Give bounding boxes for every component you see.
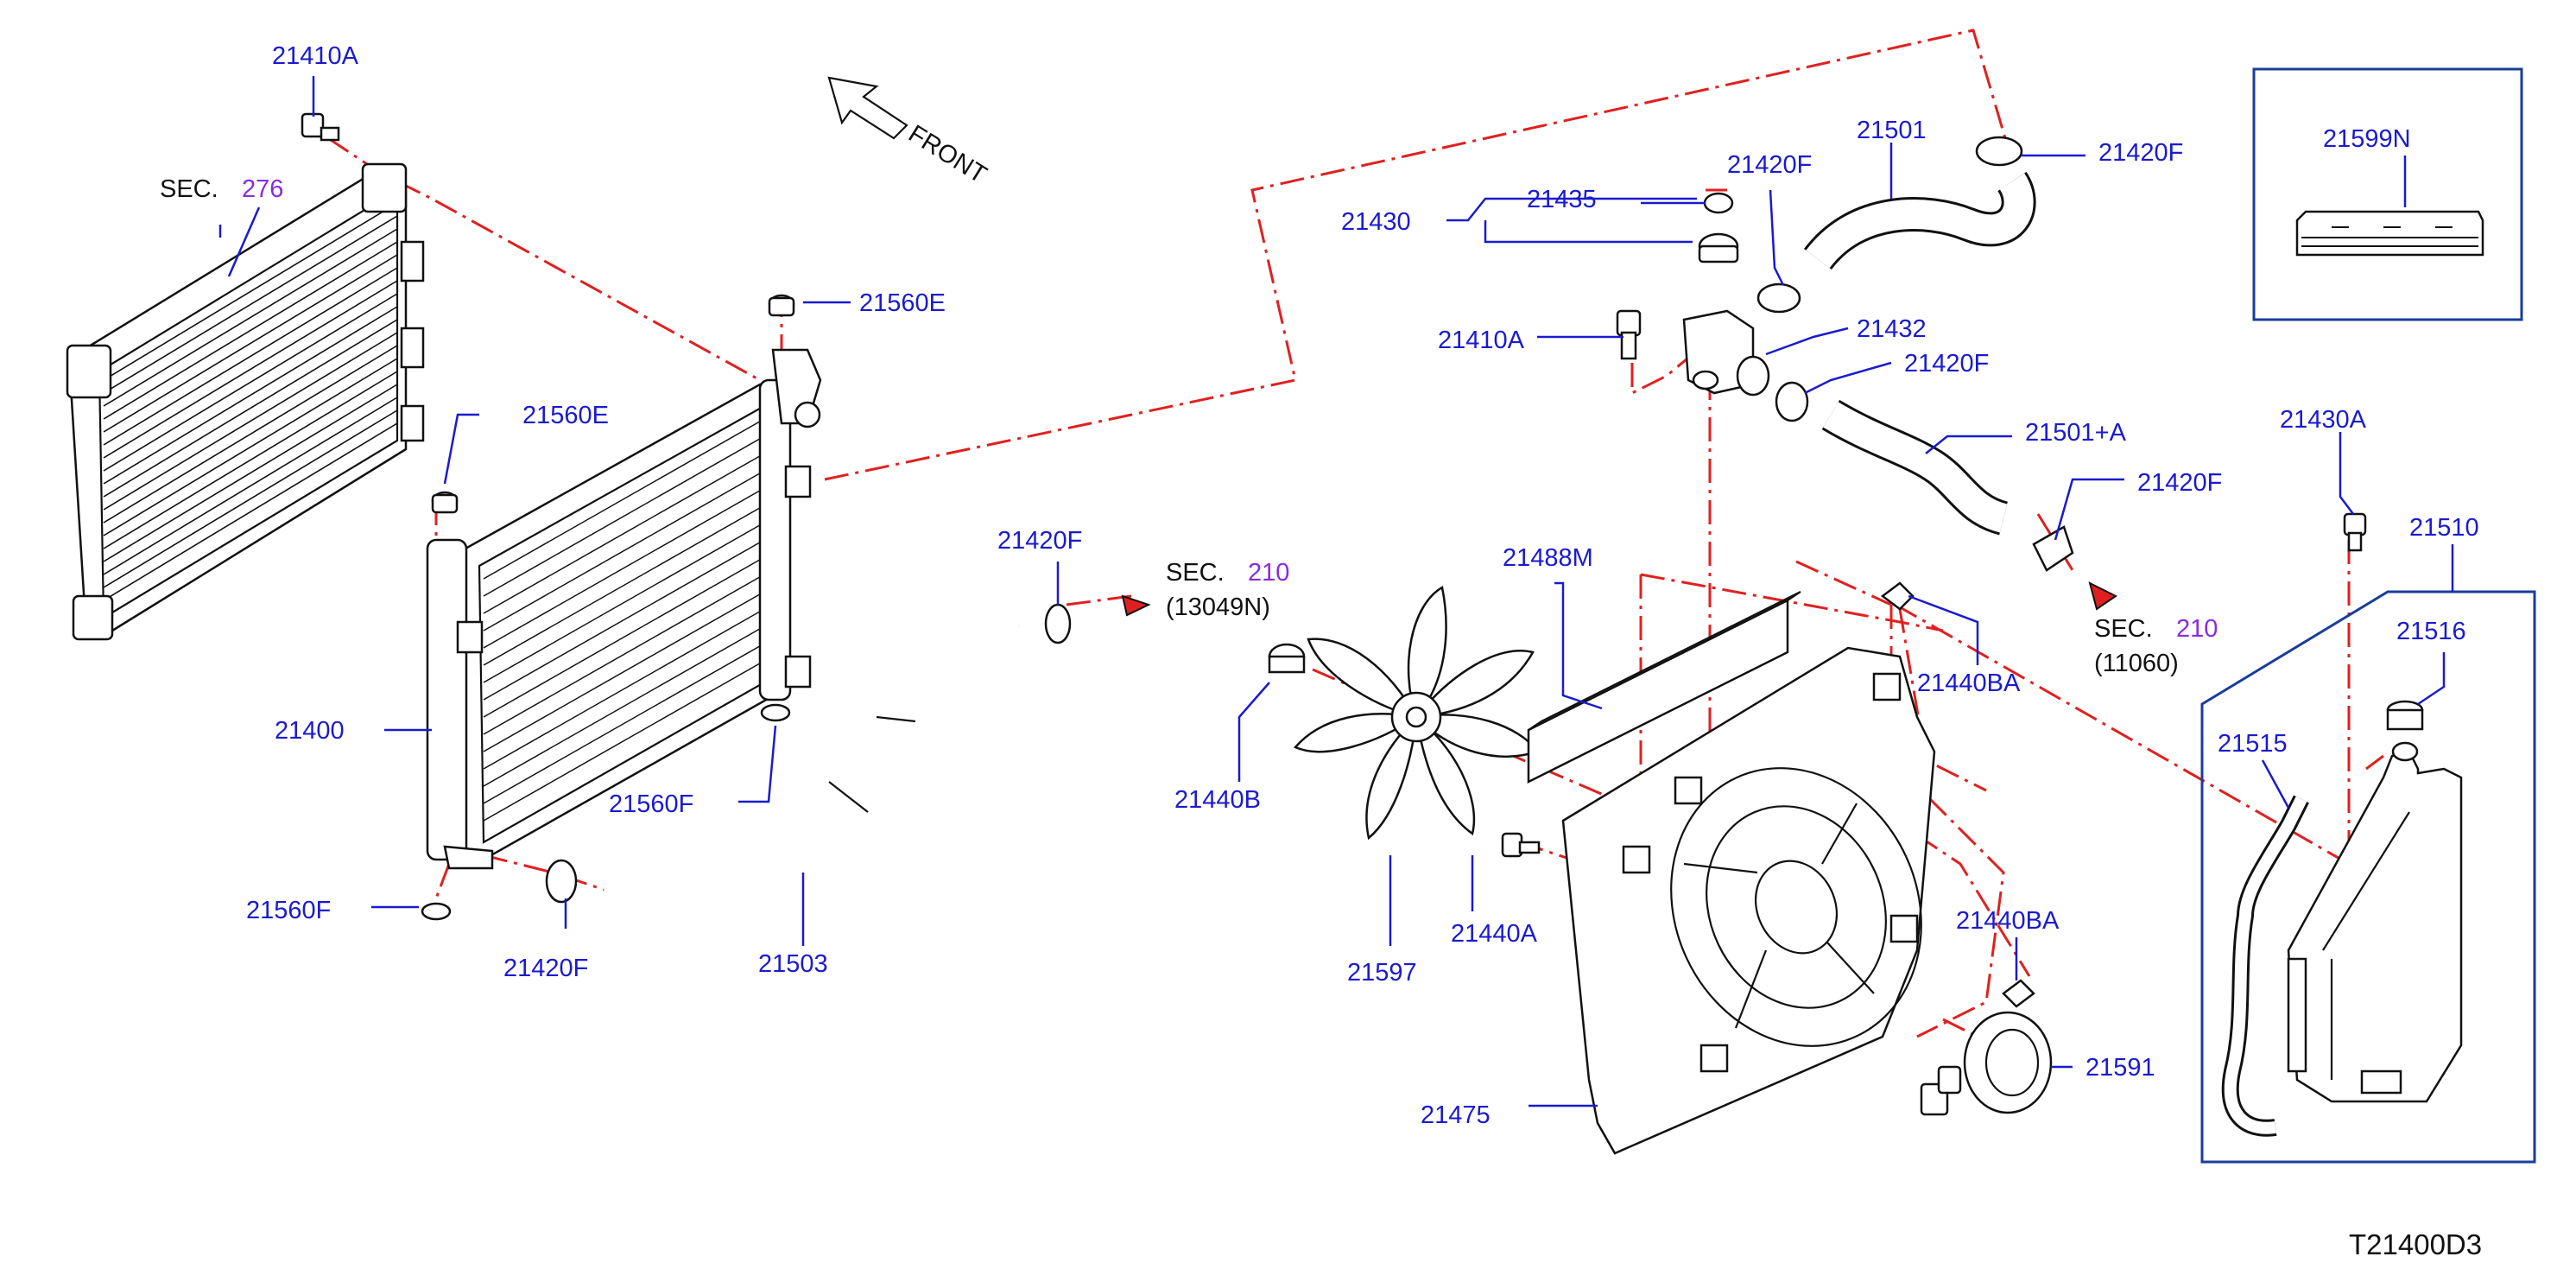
bolt-21430a (2343, 512, 2367, 552)
callout-21516: 21516 (2396, 618, 2466, 645)
callout-21420f-upper-left: 21420F (1727, 151, 1812, 179)
callout-21410a-right: 21410A (1438, 327, 1525, 354)
callout-21430a: 21430A (2280, 406, 2367, 434)
callout-21440ba-upper: 21440BA (1917, 670, 2021, 697)
callout-21488m: 21488M (1503, 544, 1593, 572)
bolt-21410a-right (1616, 309, 1642, 360)
callout-21420f-lower: 21420F (503, 955, 588, 982)
upper-hose-21501a (1821, 399, 2009, 536)
callout-21597: 21597 (1347, 959, 1417, 987)
sec-prefix-276: SEC. (160, 175, 218, 203)
front-arrow-icon (827, 76, 908, 140)
thermostat-housing-21432 (1682, 309, 1770, 397)
fan-shroud-21475 (1561, 646, 1936, 1155)
reservoir-box-21510 (2200, 590, 2536, 1164)
front-label: FRONT (903, 120, 991, 189)
callout-21420f-mid: 21420F (997, 527, 1082, 555)
callout-leaders (218, 76, 2454, 1107)
diagram-code: T21400D3 (2349, 1228, 2482, 1260)
callout-21400: 21400 (275, 717, 345, 745)
callout-21599n: 21599N (2323, 125, 2411, 153)
callout-21560f-mid: 21560F (609, 790, 693, 818)
callout-21501: 21501 (1857, 117, 1927, 144)
callout-labels: 21410A 21560E 21560E 21400 21560F 21420F… (246, 42, 2479, 1129)
sec-number-210-a: 210 (1248, 559, 1289, 587)
radiator (426, 348, 822, 870)
callout-21432: 21432 (1857, 315, 1927, 343)
lower-hose-21503 (604, 603, 1023, 919)
callout-21503: 21503 (758, 950, 828, 978)
cap-21516 (2386, 700, 2424, 731)
callout-21440ba-lower: 21440BA (1956, 907, 2060, 935)
inset-box-21599n (2252, 67, 2523, 321)
radiator-caps (421, 294, 795, 921)
section-references: SEC. 276 SEC. 210 (13049N) SEC. 210 (110… (160, 175, 2218, 677)
bolt-21410a-left (301, 112, 340, 142)
callout-21440b: 21440B (1174, 786, 1261, 814)
seal-21488m (1527, 591, 1801, 784)
sec-prefix-210-b: SEC. (2094, 615, 2153, 643)
callout-21560e-top: 21560E (859, 289, 946, 317)
callout-21515: 21515 (2218, 730, 2288, 758)
fan-motor-21591 (1920, 1011, 2053, 1116)
sec-prefix-210-a: SEC. (1166, 559, 1225, 587)
clips-21440ba (1880, 581, 2035, 1008)
fan-blade-21597 (1293, 586, 1539, 841)
sec-number-210-b: 210 (2176, 615, 2218, 643)
callout-21420f-right: 21420F (2137, 469, 2222, 497)
callout-21420f-upper-right: 21420F (2098, 139, 2183, 167)
overflow-hose-21515 (2221, 795, 2309, 1137)
sec-ref-11060: (11060) (2094, 650, 2179, 677)
callout-21410a-left: 21410A (272, 42, 359, 70)
cap-21435 (1698, 192, 1739, 263)
callout-21510: 21510 (2409, 514, 2479, 542)
callout-21475: 21475 (1421, 1101, 1491, 1129)
sec-ref-13049n: (13049N) (1166, 593, 1270, 621)
callout-21420f-middle: 21420F (1904, 350, 1989, 378)
bolt-21440a (1501, 832, 1541, 858)
callout-21501a: 21501+A (2025, 419, 2127, 447)
upper-hose-21501 (1804, 171, 2036, 270)
nut-21440b (1268, 643, 1306, 674)
flow-arrows (1121, 581, 2117, 617)
callout-21435: 21435 (1527, 186, 1597, 213)
sec-number-276: 276 (242, 175, 283, 203)
hose-clamps (545, 136, 2074, 904)
callout-21560f-lower: 21560F (246, 897, 331, 924)
callout-21430: 21430 (1341, 208, 1411, 236)
callout-21440a: 21440A (1451, 920, 1538, 948)
condenser (66, 162, 425, 641)
callout-21560e-left: 21560E (522, 402, 609, 429)
callout-21591: 21591 (2085, 1054, 2155, 1082)
